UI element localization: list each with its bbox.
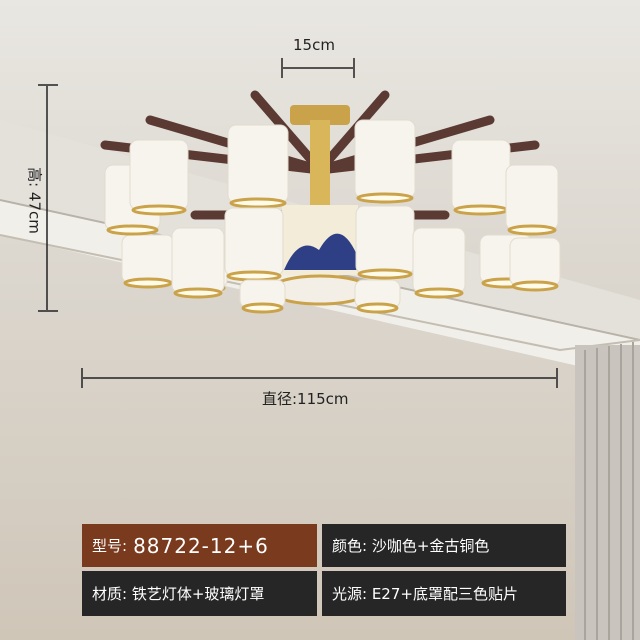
glass-shade [121,234,175,289]
model-value: 88722-12+6 [133,533,269,558]
glass-shade [451,139,511,216]
glass-shade [227,124,289,209]
light-source-box: 光源: E27+底罩配三色贴片 [322,571,566,616]
glass-shade [505,164,559,236]
top-width-label: 15cm [293,36,335,54]
material-box: 材质: 铁艺灯体+玻璃灯罩 [82,571,317,616]
glass-shade [509,237,561,292]
model-label: 型号: [92,537,128,555]
height-label: 高: 47cm [25,167,44,234]
glass-shade [354,279,401,314]
diameter-label: 直径:115cm [262,390,349,408]
chandelier-arm [315,90,390,175]
model-box: 型号: 88722-12+6 [82,524,317,567]
glass-shade [355,205,415,280]
glass-shade [224,207,284,282]
glass-shade [239,279,286,314]
glass-shade [354,119,416,204]
glass-shade [129,139,189,216]
color-box: 颜色: 沙咖色+金古铜色 [322,524,566,567]
glass-shade [412,227,466,299]
glass-shade [171,227,225,299]
